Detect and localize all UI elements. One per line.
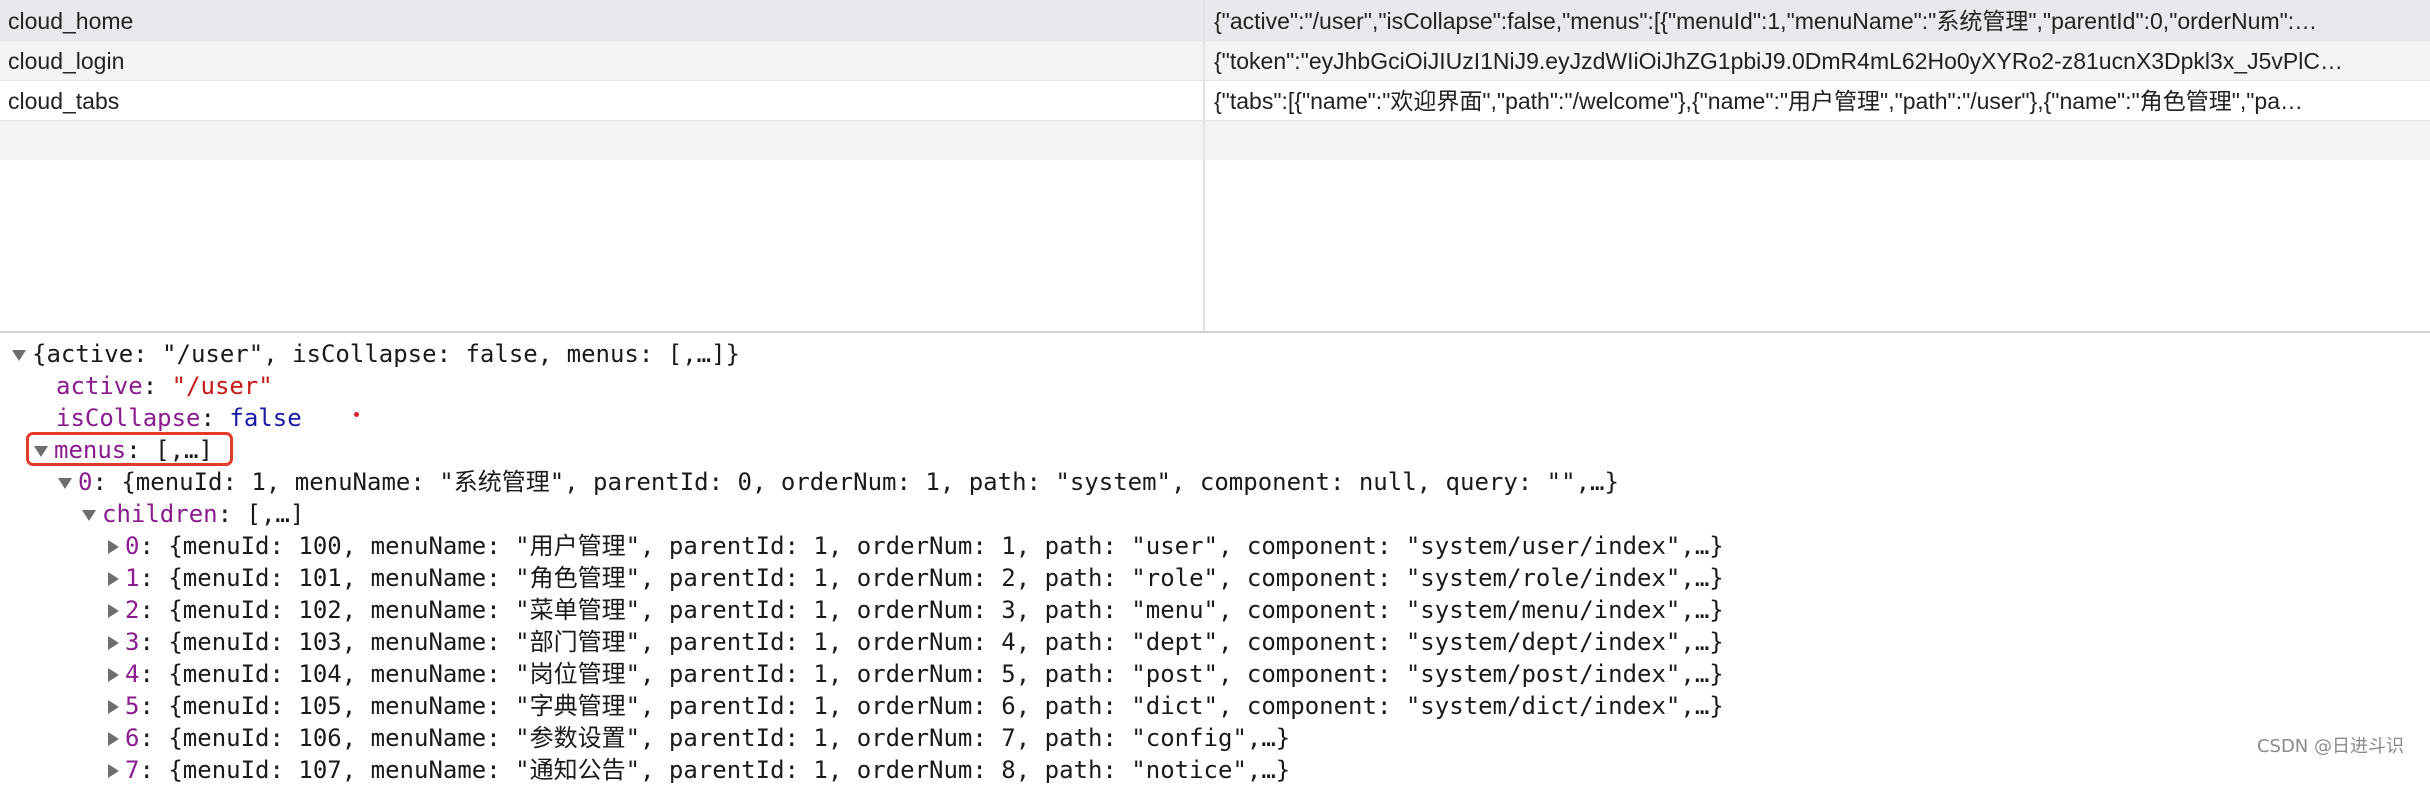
prop-key: menus bbox=[54, 436, 127, 464]
json-tree-viewer: {active: "/user", isCollapse: false, men… bbox=[0, 338, 2430, 784]
tree-child-item[interactable]: 3: {menuId: 103, menuName: "部门管理", paren… bbox=[108, 626, 1724, 658]
column-divider[interactable] bbox=[1203, 0, 1205, 332]
storage-row[interactable]: cloud_tabs {"tabs":[{"name":"欢迎界面","path… bbox=[0, 80, 2430, 120]
collapsed-triangle-icon[interactable] bbox=[108, 732, 119, 746]
tree-menu-item[interactable]: 0: {menuId: 1, menuName: "系统管理", parentI… bbox=[58, 466, 1619, 498]
item-summary: {menuId: 101, menuName: "角色管理", parentId… bbox=[168, 564, 1724, 592]
storage-empty-row bbox=[0, 120, 2430, 160]
prop-summary: [,…] bbox=[246, 500, 305, 528]
row-divider bbox=[0, 120, 2430, 121]
storage-table: cloud_home {"active":"/user","isCollapse… bbox=[0, 0, 2430, 332]
item-summary: {menuId: 107, menuName: "通知公告", parentId… bbox=[168, 756, 1291, 784]
expand-triangle-icon[interactable] bbox=[58, 477, 72, 489]
tree-child-item[interactable]: 4: {menuId: 104, menuName: "岗位管理", paren… bbox=[108, 658, 1724, 690]
tree-prop-active: active: "/user" bbox=[56, 372, 273, 400]
tree-child-item[interactable]: 1: {menuId: 101, menuName: "角色管理", paren… bbox=[108, 562, 1724, 594]
expand-triangle-icon[interactable] bbox=[34, 445, 48, 457]
root-summary: {active: "/user", isCollapse: false, men… bbox=[32, 340, 741, 368]
item-index: 5 bbox=[125, 692, 140, 720]
prop-key: children bbox=[102, 500, 218, 528]
storage-row[interactable]: cloud_home {"active":"/user","isCollapse… bbox=[0, 0, 2430, 40]
item-summary: {menuId: 1, menuName: "系统管理", parentId: … bbox=[121, 468, 1619, 496]
item-index: 7 bbox=[125, 756, 140, 784]
watermark: CSDN @日进斗识 bbox=[2256, 736, 2404, 757]
row-divider bbox=[0, 80, 2430, 81]
item-index: 4 bbox=[125, 660, 140, 688]
collapsed-triangle-icon[interactable] bbox=[108, 540, 119, 554]
collapsed-triangle-icon[interactable] bbox=[108, 572, 119, 586]
item-index: 3 bbox=[125, 628, 140, 656]
item-index: 1 bbox=[125, 564, 140, 592]
item-summary: {menuId: 102, menuName: "菜单管理", parentId… bbox=[168, 596, 1724, 624]
prop-value: "/user" bbox=[171, 372, 273, 400]
item-summary: {menuId: 105, menuName: "字典管理", parentId… bbox=[168, 692, 1724, 720]
prop-key: active bbox=[56, 372, 143, 400]
storage-value: {"token":"eyJhbGciOiJIUzI1NiJ9.eyJzdWIiO… bbox=[1214, 48, 2343, 74]
storage-key: cloud_tabs bbox=[8, 88, 120, 114]
prop-summary: [,…] bbox=[155, 436, 213, 464]
tree-child-item[interactable]: 2: {menuId: 102, menuName: "菜单管理", paren… bbox=[108, 594, 1724, 626]
item-index: 0 bbox=[125, 532, 140, 560]
item-index: 2 bbox=[125, 596, 140, 624]
menus-highlight-box bbox=[26, 432, 233, 466]
tree-child-item[interactable]: 7: {menuId: 107, menuName: "通知公告", paren… bbox=[108, 754, 1290, 786]
expand-triangle-icon[interactable] bbox=[82, 509, 96, 521]
prop-value: false bbox=[229, 404, 302, 432]
tree-prop-children[interactable]: children: [,…] bbox=[82, 498, 304, 530]
storage-value: {"tabs":[{"name":"欢迎界面","path":"/welcome… bbox=[1214, 88, 2304, 114]
item-summary: {menuId: 100, menuName: "用户管理", parentId… bbox=[168, 532, 1724, 560]
collapsed-triangle-icon[interactable] bbox=[108, 700, 119, 714]
annotation-dot bbox=[354, 412, 359, 417]
tree-root[interactable]: {active: "/user", isCollapse: false, men… bbox=[12, 338, 740, 370]
tree-prop-menus[interactable]: menus: [,…] bbox=[34, 434, 213, 466]
item-summary: {menuId: 103, menuName: "部门管理", parentId… bbox=[168, 628, 1724, 656]
storage-row[interactable]: cloud_login {"token":"eyJhbGciOiJIUzI1Ni… bbox=[0, 40, 2430, 80]
item-summary: {menuId: 104, menuName: "岗位管理", parentId… bbox=[168, 660, 1724, 688]
item-index: 0 bbox=[78, 468, 93, 496]
prop-key: isCollapse bbox=[56, 404, 201, 432]
collapsed-triangle-icon[interactable] bbox=[108, 668, 119, 682]
expand-triangle-icon[interactable] bbox=[12, 349, 26, 361]
collapsed-triangle-icon[interactable] bbox=[108, 604, 119, 618]
tree-child-item[interactable]: 6: {menuId: 106, menuName: "参数设置", paren… bbox=[108, 722, 1290, 754]
tree-child-item[interactable]: 5: {menuId: 105, menuName: "字典管理", paren… bbox=[108, 690, 1724, 722]
storage-key: cloud_login bbox=[8, 48, 125, 74]
storage-key: cloud_home bbox=[8, 8, 134, 34]
row-divider bbox=[0, 40, 2430, 41]
storage-value: {"active":"/user","isCollapse":false,"me… bbox=[1214, 8, 2318, 34]
tree-child-item[interactable]: 0: {menuId: 100, menuName: "用户管理", paren… bbox=[108, 530, 1724, 562]
collapsed-triangle-icon[interactable] bbox=[108, 764, 119, 778]
item-index: 6 bbox=[125, 724, 140, 752]
tree-prop-iscollapse: isCollapse: false bbox=[56, 404, 302, 432]
item-summary: {menuId: 106, menuName: "参数设置", parentId… bbox=[168, 724, 1291, 752]
collapsed-triangle-icon[interactable] bbox=[108, 636, 119, 650]
pane-resizer[interactable] bbox=[0, 331, 2430, 333]
